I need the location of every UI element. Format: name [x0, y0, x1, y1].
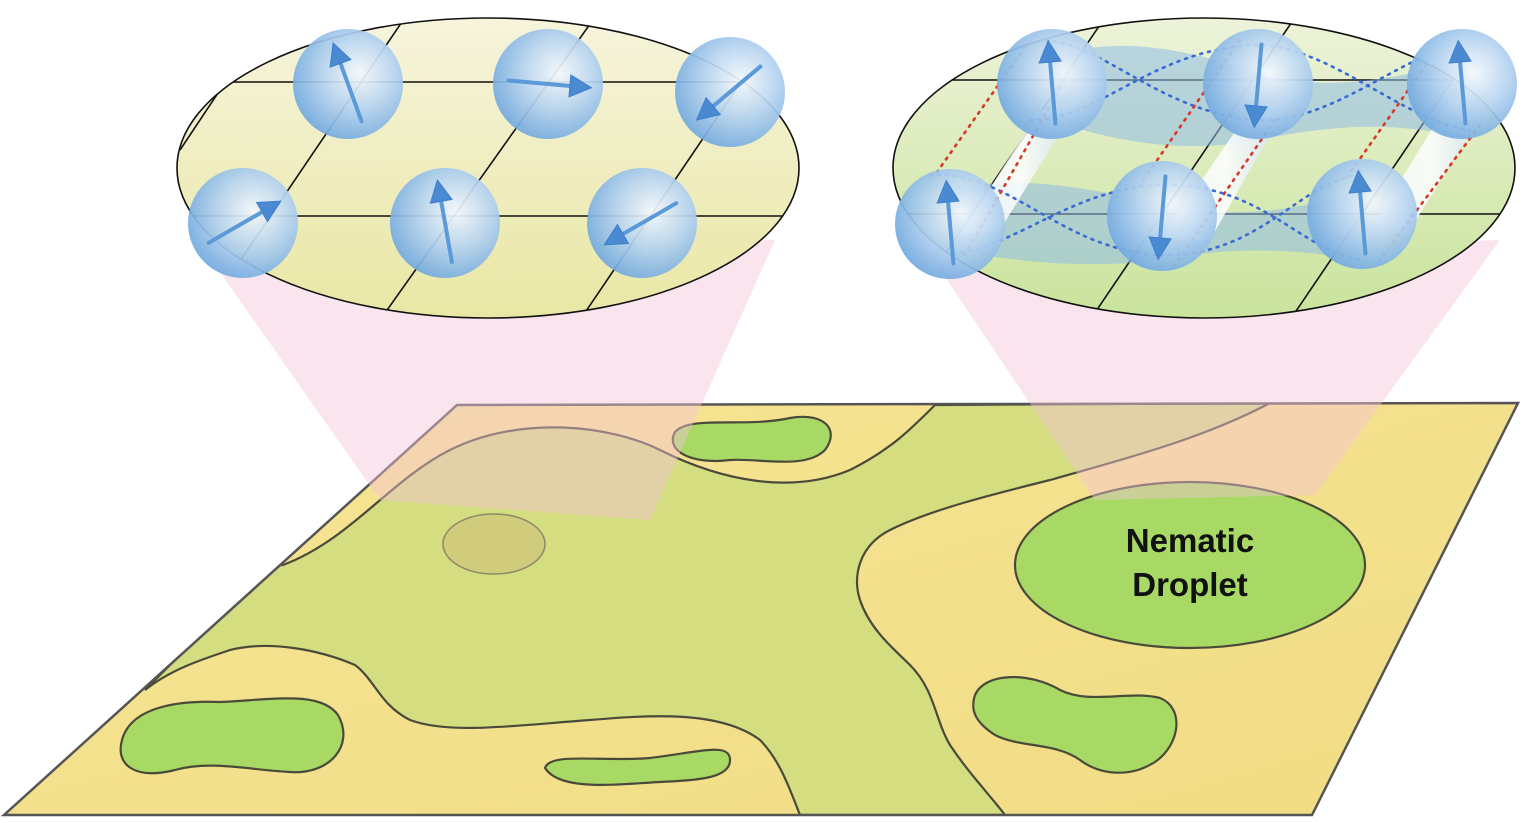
nematic-droplet-label-line2: Droplet	[1132, 566, 1248, 603]
left-spin-lattice	[188, 29, 785, 278]
spin-2-sphere	[493, 29, 603, 139]
right-lens	[892, 17, 1517, 319]
droplet-bottom-middle	[543, 748, 732, 786]
intermediate-region	[144, 403, 1271, 815]
spin-5-arrowhead-icon	[1148, 236, 1172, 261]
spin-2-sphere	[1203, 29, 1313, 139]
spin-2-arrowhead-icon	[568, 74, 593, 98]
spin-6-sphere	[587, 168, 697, 278]
spin-1-arrowhead-icon	[329, 41, 352, 68]
right-spin-lattice	[895, 29, 1517, 279]
spin-4-arrowhead-icon	[936, 179, 960, 204]
left-lens	[176, 17, 800, 319]
magnification-cone-left	[208, 240, 775, 520]
spin-3-arrowhead-icon	[695, 96, 722, 121]
spin-3-sphere	[1407, 29, 1517, 139]
highlight-spot	[442, 513, 546, 575]
ground-plane: Nematic Droplet	[0, 401, 1521, 817]
spin-5-arrowhead-icon	[429, 178, 453, 204]
spin-5-sphere	[390, 168, 500, 278]
nematic-droplet	[1013, 480, 1367, 650]
spin-6-sphere	[1307, 159, 1417, 269]
spin-6-arrowhead-icon	[603, 223, 630, 246]
spin-3-sphere	[675, 37, 785, 147]
spin-4-sphere	[895, 169, 1005, 279]
nematic-droplet-label-line1: Nematic	[1126, 522, 1254, 559]
spin-4-arrowhead-icon	[255, 200, 282, 223]
spin-6-arrowhead-icon	[1348, 169, 1372, 194]
spin-2-arrowhead-icon	[1244, 104, 1268, 129]
droplet-small-top	[671, 415, 832, 463]
spin-4-sphere	[188, 168, 298, 278]
spin-1-arrowhead-icon	[1038, 39, 1062, 64]
droplet-bottom-right	[972, 675, 1178, 774]
spin-1-sphere	[293, 29, 403, 139]
spin-5-sphere	[1107, 161, 1217, 271]
droplet-bottom-left	[119, 697, 345, 775]
spin-1-sphere	[997, 29, 1107, 139]
spin-3-arrowhead-icon	[1448, 39, 1472, 64]
